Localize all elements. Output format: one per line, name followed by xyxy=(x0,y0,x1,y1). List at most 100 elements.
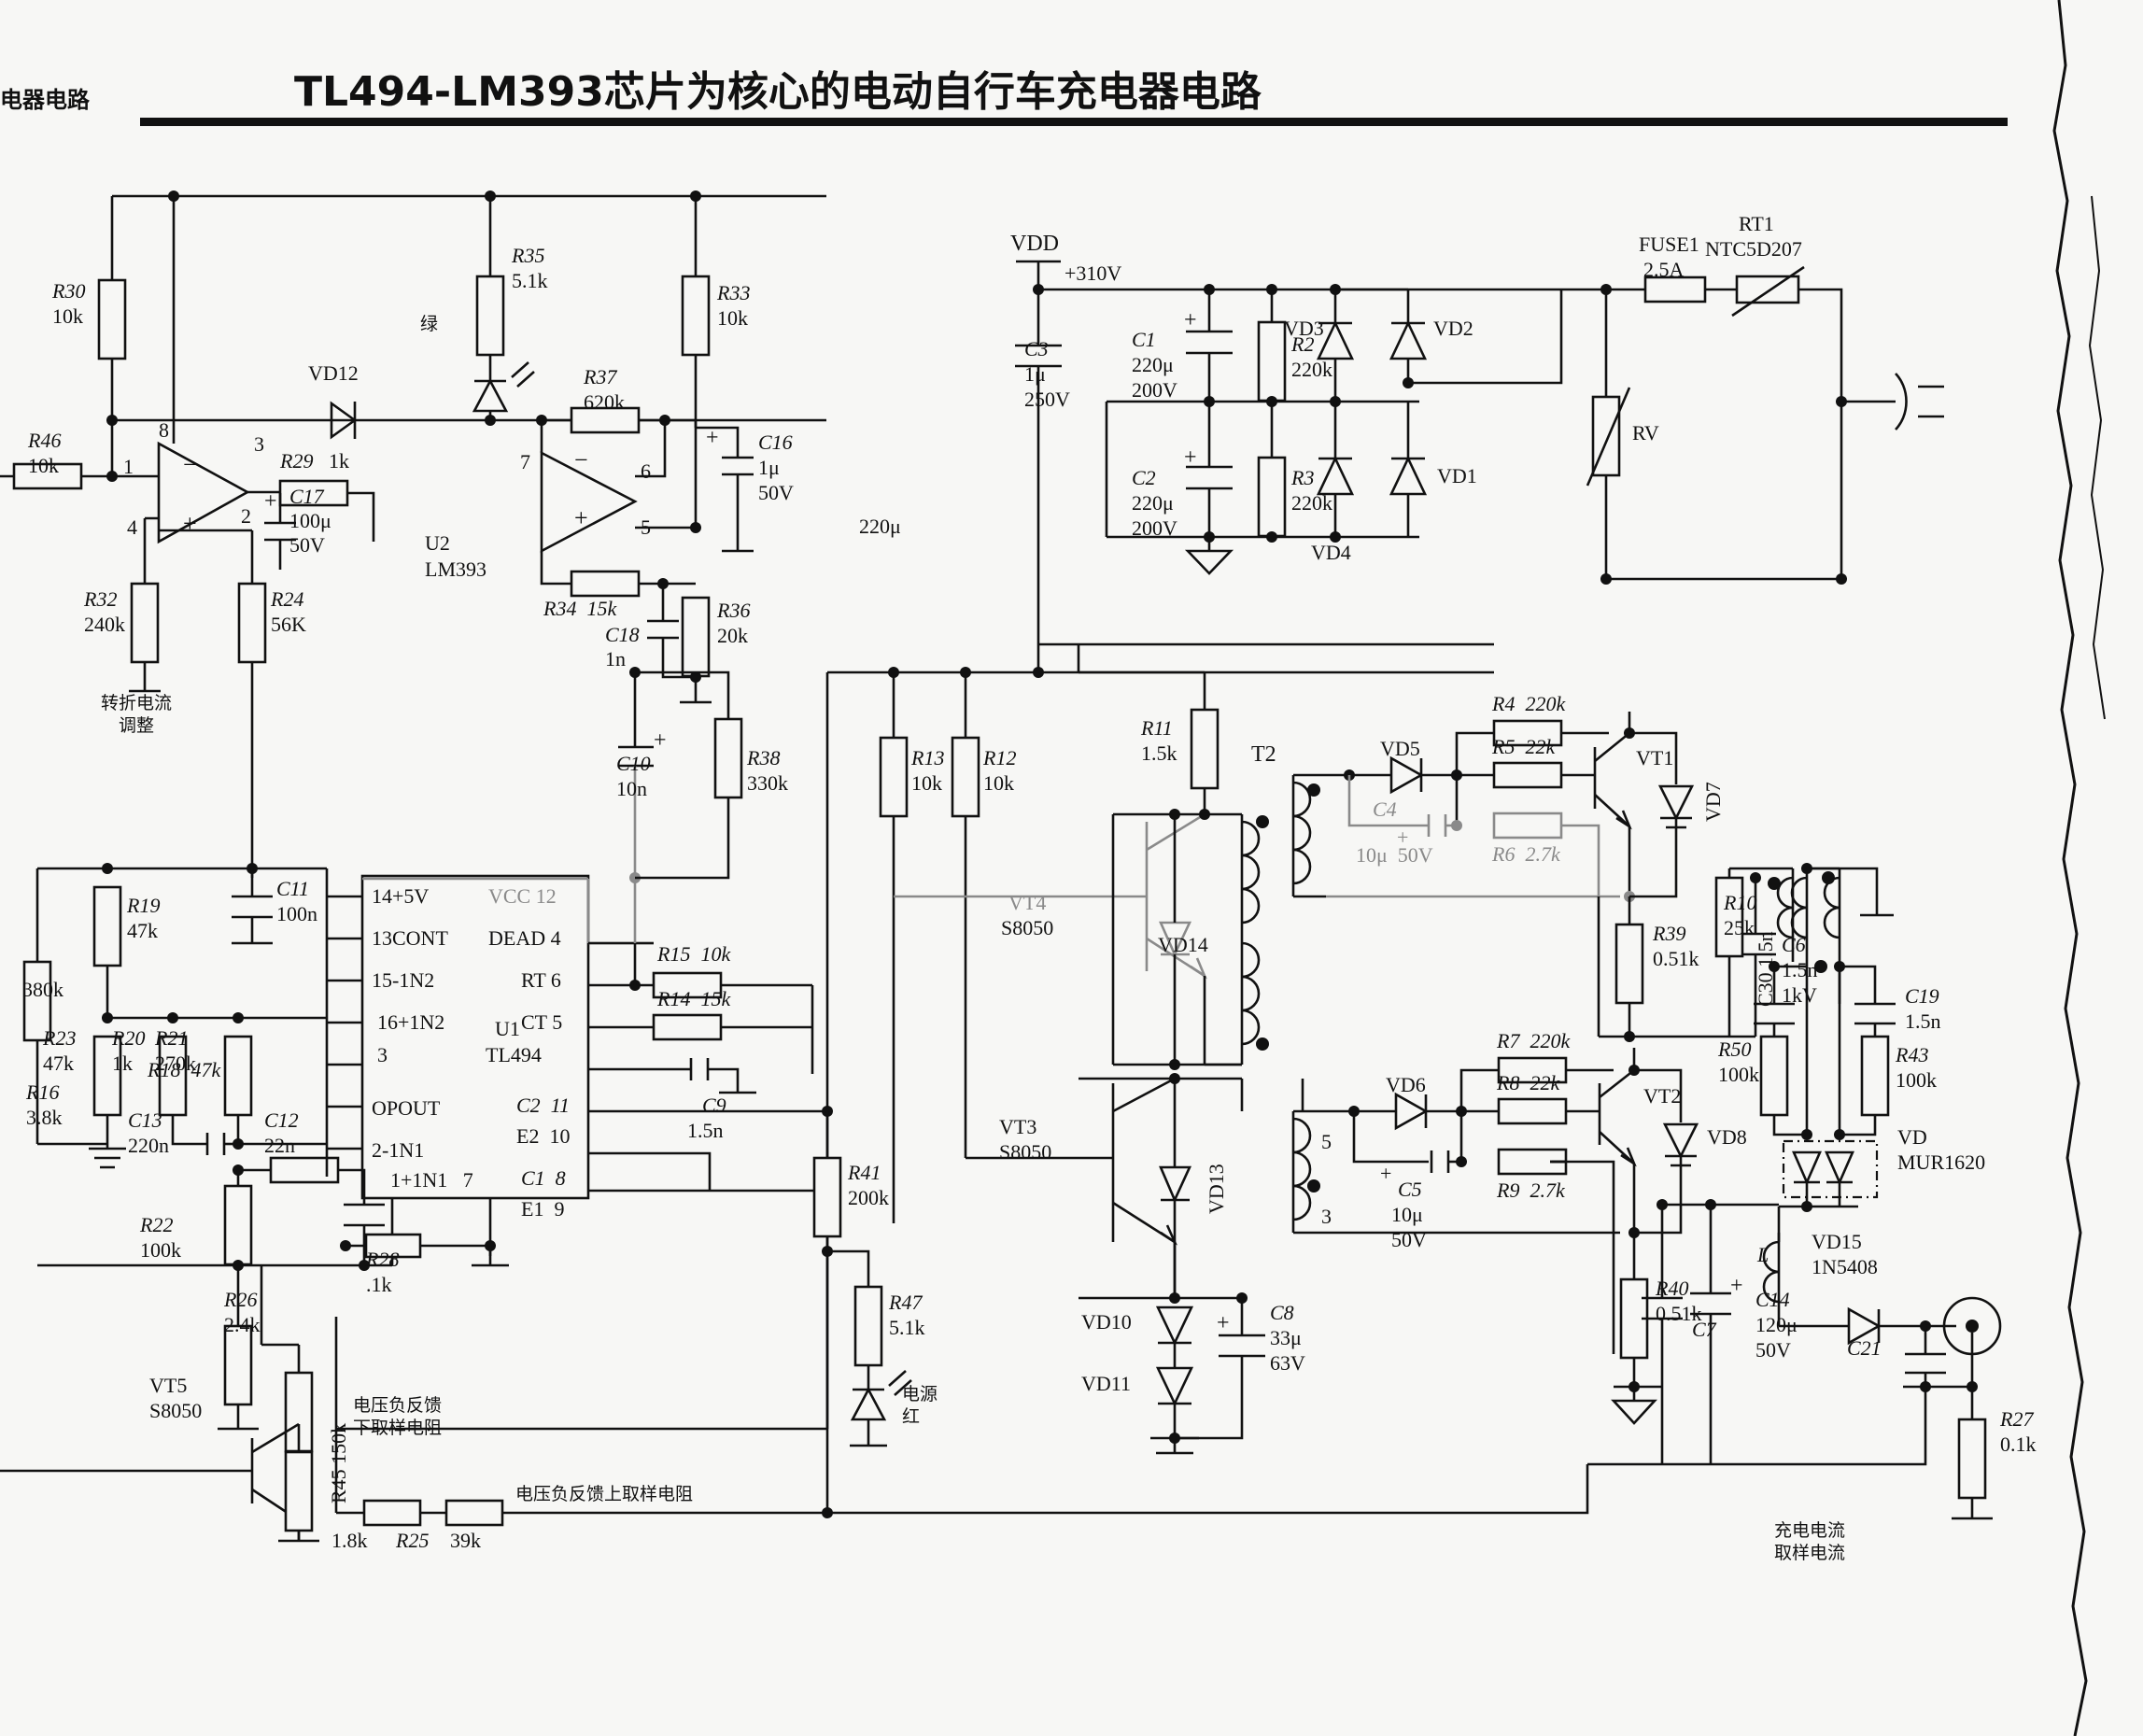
label-vd4: VD4 xyxy=(1311,541,1351,564)
pin-u1-12: VCC 12 xyxy=(488,884,557,908)
label-r10: R10 xyxy=(1724,891,1757,914)
value-r30: 10k xyxy=(52,304,83,328)
value-r26: 2.4k xyxy=(224,1313,261,1336)
label-c14: C14 xyxy=(1755,1288,1790,1311)
label-c8: C8 xyxy=(1270,1301,1294,1324)
value-r13: 10k xyxy=(911,771,942,795)
label-vt1: VT1 xyxy=(1636,746,1674,769)
value-c5: 10μ xyxy=(1391,1203,1423,1226)
xfmr-pin-3: 3 xyxy=(1321,1205,1332,1228)
pin-u2-8: 8 xyxy=(159,418,169,442)
label-nfb-lower: 电压负反馈 下取样电阻 xyxy=(353,1395,443,1438)
label-r6: R6 2.7k xyxy=(1492,842,1560,866)
label-r27: R27 xyxy=(2000,1407,2034,1431)
label-vt4: VT4 xyxy=(1008,891,1047,914)
value-c14: 120μ xyxy=(1755,1313,1798,1336)
label-vd14: VD14 xyxy=(1158,933,1208,956)
pin-u1-3: 3 xyxy=(377,1043,388,1066)
pin-u1-2: 2-1N1 xyxy=(372,1138,425,1162)
label-vd7: VD7 xyxy=(1701,782,1725,822)
label-vd10: VD10 xyxy=(1081,1310,1132,1334)
label-r7: R7 220k xyxy=(1497,1029,1571,1052)
label-r14: R14 15k xyxy=(657,987,731,1010)
part-vt3: S8050 xyxy=(999,1140,1052,1164)
value-c4: 10μ 50V xyxy=(1356,843,1433,867)
pin-u1-opout: OPOUT xyxy=(372,1096,441,1120)
label-vt2: VT2 xyxy=(1643,1084,1682,1108)
value-r29: 1k xyxy=(329,449,349,473)
value-r21: 270k xyxy=(155,1051,196,1075)
opamp1-minus-sign: − xyxy=(183,451,197,478)
value-r22: 100k xyxy=(140,1238,181,1262)
value-r1-8k: 1.8k xyxy=(331,1529,368,1552)
value-c13: 220n xyxy=(128,1134,169,1157)
label-r380k: 380k xyxy=(22,978,63,1001)
value-r16: 3.8k xyxy=(26,1106,63,1129)
rating-c16: 50V xyxy=(758,481,794,504)
label-r40: R40 xyxy=(1656,1277,1689,1300)
label-r34: R34 15k xyxy=(543,597,617,620)
part-vt5: S8050 xyxy=(149,1399,203,1422)
rating-c14: 50V xyxy=(1755,1338,1791,1362)
value-c2: 220μ xyxy=(1132,491,1174,515)
label-inductor-l: L xyxy=(1757,1243,1769,1266)
label-r29: R29 xyxy=(280,449,314,473)
value-c9: 1.5n xyxy=(687,1119,724,1142)
value-r20: 1k xyxy=(112,1051,133,1075)
value-r50: 100k xyxy=(1718,1063,1759,1086)
opamp-plus-sign: + xyxy=(574,504,588,531)
value-r25: 39k xyxy=(450,1529,481,1552)
label-u2: U2 xyxy=(425,531,450,555)
c17-plus: + xyxy=(264,489,277,514)
value-r19: 47k xyxy=(127,919,158,942)
label-r16: R16 xyxy=(26,1080,60,1104)
c2-plus: + xyxy=(1184,445,1197,470)
rating-c2: 200V xyxy=(1132,516,1177,540)
label-r50: R50 xyxy=(1718,1037,1752,1061)
label-r4: R4 220k xyxy=(1492,692,1566,715)
label-c6: C6 xyxy=(1782,933,1806,956)
label-c21: C21 xyxy=(1847,1336,1882,1360)
label-rt1: RT1 xyxy=(1739,212,1774,235)
value-r27: 0.1k xyxy=(2000,1433,2037,1456)
value-r10: 25k xyxy=(1724,916,1755,939)
value-r33: 10k xyxy=(717,306,748,330)
value-r11: 1.5k xyxy=(1141,741,1177,765)
value-r3: 220k xyxy=(1291,491,1332,515)
label-r47: R47 xyxy=(889,1291,923,1314)
label-rv: RV xyxy=(1632,421,1659,445)
label-r8: R8 22k xyxy=(1497,1071,1560,1094)
c16-plus: + xyxy=(706,426,719,450)
label-u1: U1 xyxy=(495,1017,520,1040)
label-r20: R20 xyxy=(112,1026,146,1050)
rating-c6: 1kV xyxy=(1782,983,1817,1007)
label-r43: R43 xyxy=(1896,1043,1929,1066)
c10-plus: + xyxy=(654,728,667,753)
label-c16: C16 xyxy=(758,430,793,454)
label-r11: R11 xyxy=(1141,716,1173,740)
label-c5: C5 xyxy=(1398,1178,1422,1201)
label-vt5: VT5 xyxy=(149,1374,188,1397)
label-r19: R19 xyxy=(127,894,161,917)
label-r5: R5 22k xyxy=(1492,735,1556,758)
label-r38: R38 xyxy=(747,746,781,769)
value-c12: 22n xyxy=(264,1134,295,1157)
value-c16: 1μ xyxy=(758,456,780,479)
pin-u1-13: 13CONT xyxy=(372,926,448,950)
label-c18: C18 xyxy=(605,623,640,646)
value-r40: 0.51k xyxy=(1656,1302,1702,1325)
label-r26: R26 xyxy=(224,1288,258,1311)
pin-u2-4: 4 xyxy=(127,515,137,539)
pin-u1-5: CT 5 xyxy=(521,1010,563,1034)
value-r12: 10k xyxy=(983,771,1014,795)
label-c4: C4 xyxy=(1373,797,1397,821)
label-vd-block: VD xyxy=(1897,1125,1927,1149)
label-green-led: 绿 xyxy=(420,314,439,334)
c1-plus: + xyxy=(1184,308,1197,332)
pin-u1-16: 16+1N2 xyxy=(377,1010,445,1034)
value-r38: 330k xyxy=(747,771,788,795)
value-c1: 220μ xyxy=(1132,353,1174,376)
value-r28: .1k xyxy=(366,1273,392,1296)
rating-c8: 63V xyxy=(1270,1351,1305,1375)
label-c1: C1 xyxy=(1132,328,1156,351)
